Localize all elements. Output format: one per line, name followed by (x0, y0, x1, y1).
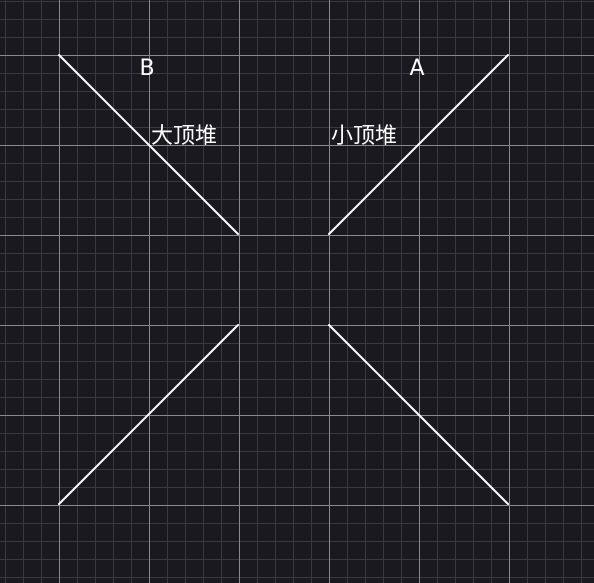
line-lower-right (328, 324, 509, 505)
line-upper-right (328, 54, 509, 235)
label-min-heap: 小顶堆 (331, 124, 397, 149)
label-b: B (139, 56, 154, 81)
label-a: A (409, 56, 424, 81)
line-lower-left (58, 324, 239, 505)
diagonal-lines (58, 54, 509, 505)
line-upper-left (58, 54, 239, 235)
label-max-heap: 大顶堆 (151, 124, 217, 149)
